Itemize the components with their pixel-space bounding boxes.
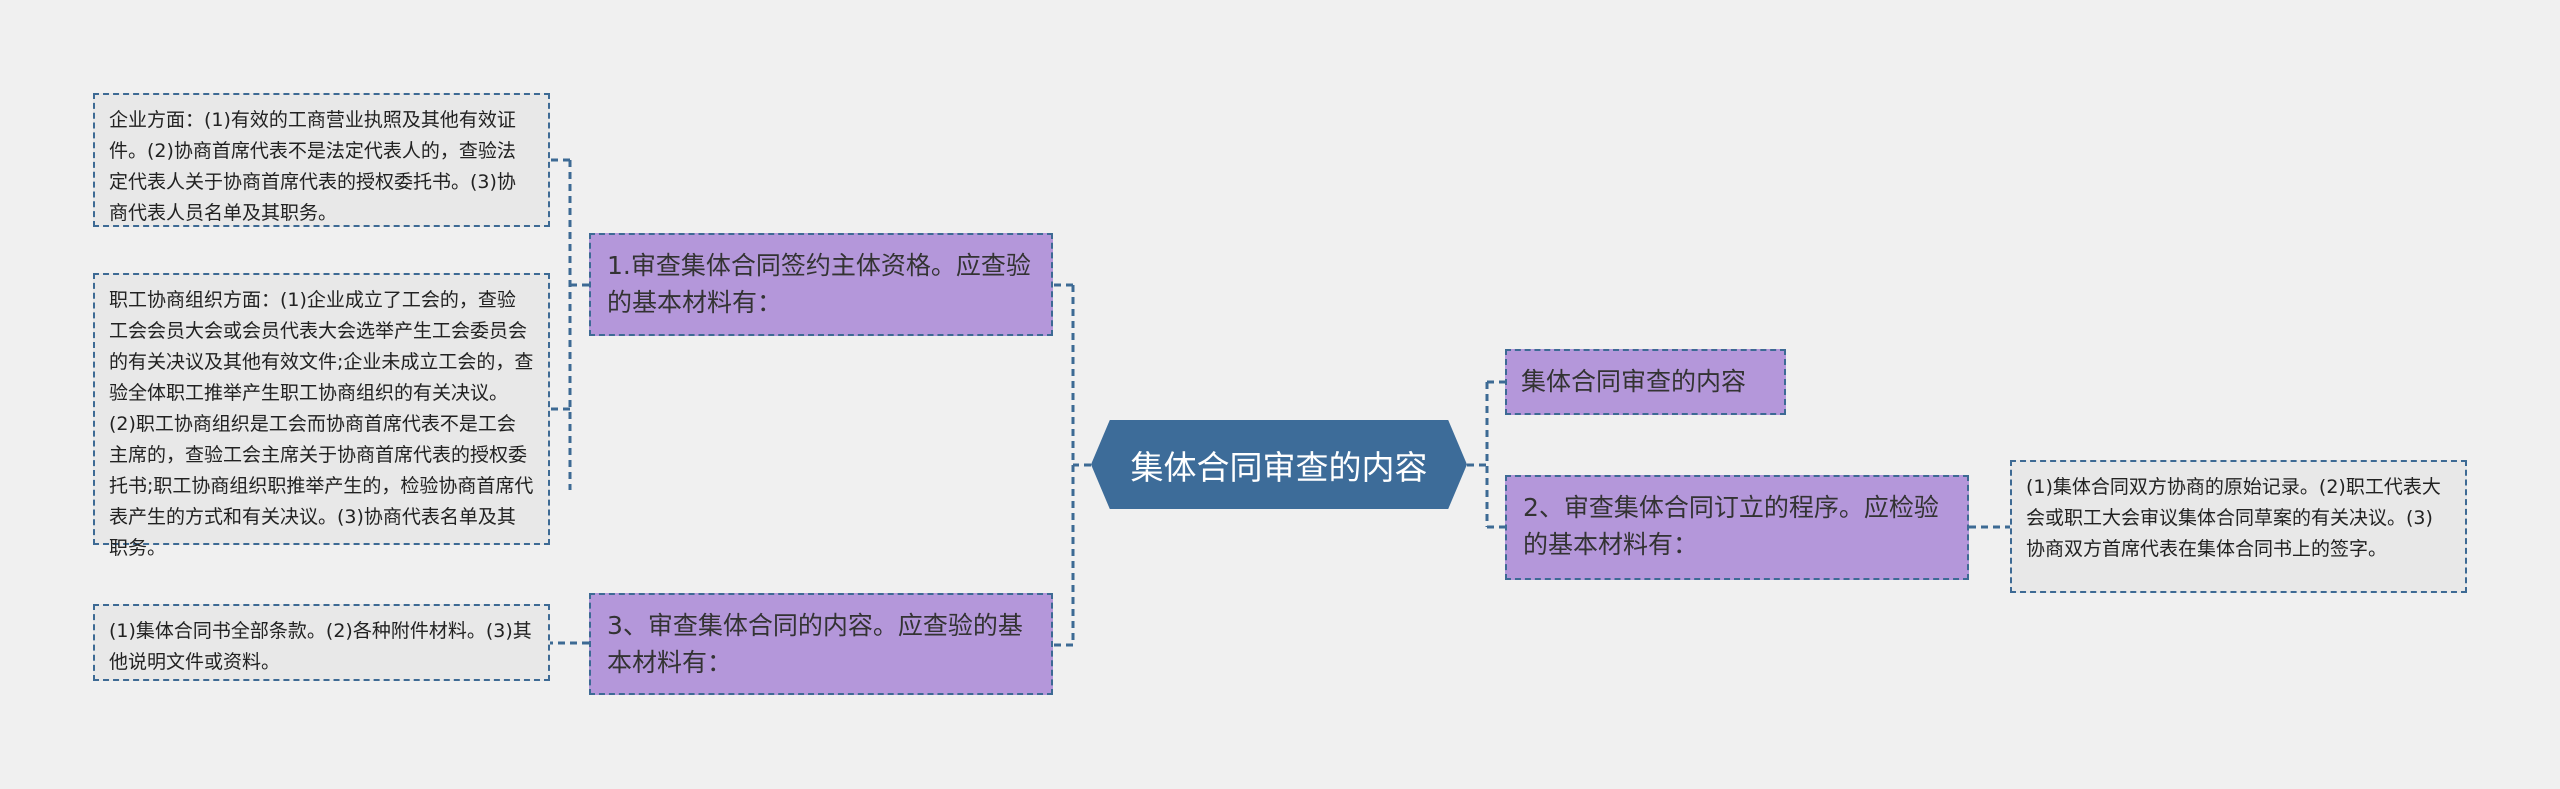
- leaf-content-materials[interactable]: (1)集体合同书全部条款。(2)各种附件材料。(3)其他说明文件或资料。: [93, 604, 550, 681]
- leaf-union-materials[interactable]: 职工协商组织方面：(1)企业成立了工会的，查验工会会员大会或会员代表大会选举产生…: [93, 273, 550, 559]
- central-topic[interactable]: 集体合同审查的内容: [1091, 420, 1467, 509]
- leaf-enterprise-materials[interactable]: 企业方面：(1)有效的工商营业执照及其他有效证件。(2)协商首席代表不是法定代表…: [93, 93, 550, 227]
- connector-branch1-leaves: [550, 158, 589, 490]
- connector-center-left: [1053, 283, 1091, 647]
- connector-center-right: [1467, 380, 1505, 529]
- branch-contract-content[interactable]: 3、审查集体合同的内容。应查验的基本材料有：: [589, 593, 1053, 695]
- leaf-procedure-materials[interactable]: (1)集体合同双方协商的原始记录。(2)职工代表大会或职工大会审议集体合同草案的…: [2010, 460, 2467, 593]
- branch-review-content[interactable]: 集体合同审查的内容: [1505, 349, 1786, 415]
- branch-subject-qualification[interactable]: 1.审查集体合同签约主体资格。应查验的基本材料有：: [589, 233, 1053, 336]
- branch-signing-procedure[interactable]: 2、审查集体合同订立的程序。应检验的基本材料有：: [1505, 475, 1969, 580]
